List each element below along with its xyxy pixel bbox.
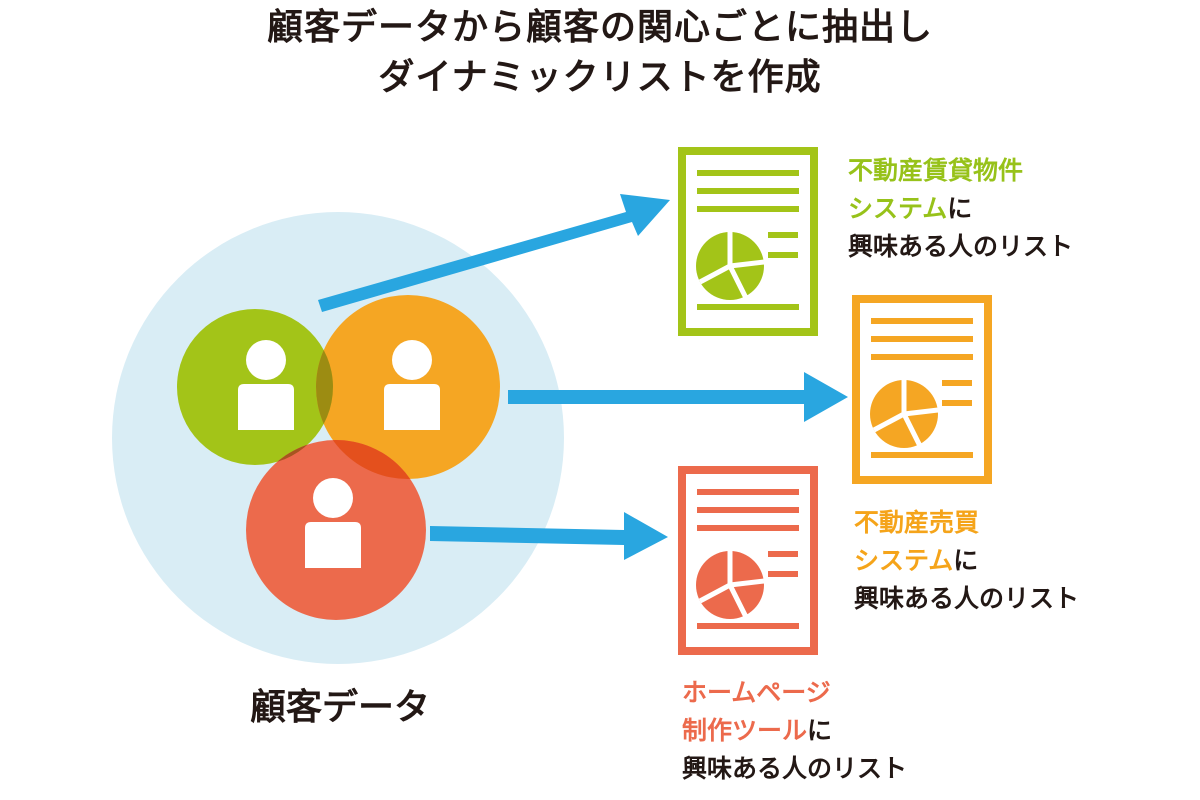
arrow-right-icon (508, 372, 848, 422)
arrow-right-icon (430, 512, 668, 560)
document-icon-sales (852, 295, 992, 484)
rental-list-name-line1: 不動産賃貸物件 (848, 156, 1024, 185)
person-icon (384, 340, 440, 430)
pie-chart-icon (696, 230, 765, 300)
sales-list-suffix: 興味ある人のリスト (854, 584, 1080, 613)
rental-list-label: 不動産賃貸物件 システムに 興味ある人のリスト (848, 152, 1073, 266)
document-icon-homepage (678, 466, 818, 655)
sales-list-name-line1: 不動産売買 (854, 508, 980, 537)
sales-list-particle: に (953, 546, 979, 575)
sales-list-label: 不動産売買 システムに 興味ある人のリスト (854, 504, 1079, 618)
pie-chart-icon (870, 378, 939, 448)
homepage-list-suffix: 興味ある人のリスト (682, 754, 908, 783)
title-line-1: 顧客データから顧客の関心ごとに抽出し (266, 7, 933, 48)
homepage-list-name-line2: 制作ツール (682, 716, 808, 745)
sales-list-name-line2: システム (854, 546, 954, 575)
rental-list-particle: に (947, 194, 973, 223)
customer-data-label: 顧客データ (249, 687, 430, 728)
person-icon (305, 478, 361, 568)
homepage-list-particle: に (807, 716, 833, 745)
arrow-right-icon (318, 194, 670, 312)
person-icon (238, 340, 294, 430)
homepage-list-name-line1: ホームページ (682, 678, 831, 707)
rental-list-name-line2: システム (848, 194, 948, 223)
title-line-2: ダイナミックリストを作成 (378, 57, 822, 98)
rental-list-suffix: 興味ある人のリスト (848, 232, 1074, 261)
document-icon-rental (678, 147, 818, 336)
pie-chart-icon (696, 549, 765, 619)
homepage-list-label: ホームページ 制作ツールに 興味ある人のリスト (682, 674, 907, 788)
